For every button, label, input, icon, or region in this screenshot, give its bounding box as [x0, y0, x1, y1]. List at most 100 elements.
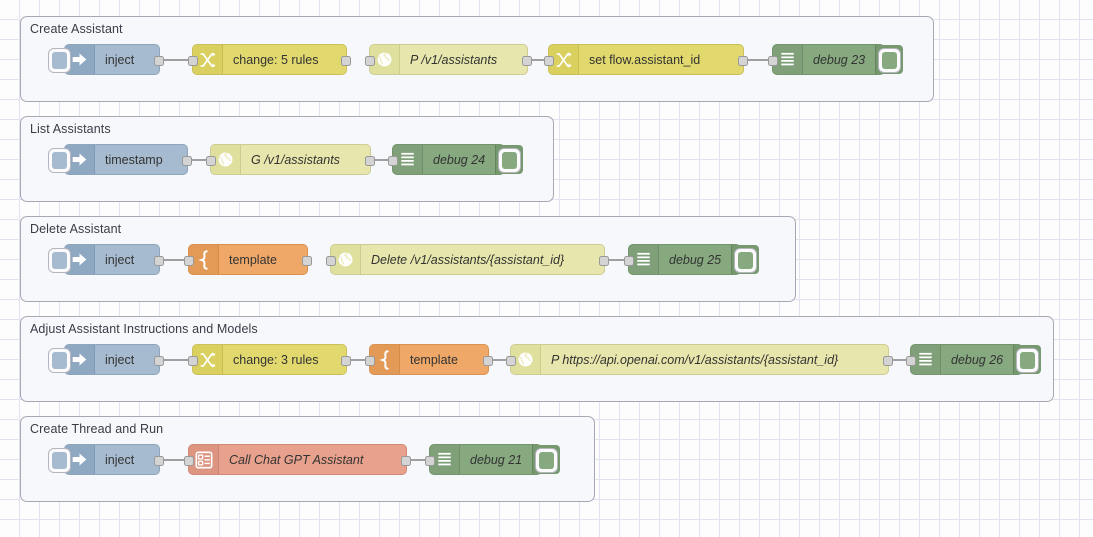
node-inject[interactable]: inject [48, 344, 164, 375]
node-label: timestamp [105, 152, 163, 167]
debug-lines-icon [629, 245, 659, 274]
node-debug[interactable]: debug 25 [624, 244, 760, 275]
node-output-port[interactable] [154, 356, 164, 366]
node-change[interactable]: change: 3 rules [188, 344, 351, 375]
node-inject[interactable]: inject [48, 244, 164, 275]
node-output-port[interactable] [483, 356, 493, 366]
node-wire[interactable] [530, 59, 546, 61]
node-wire[interactable] [190, 159, 208, 161]
node-label: inject [105, 252, 135, 267]
node-http[interactable]: G /v1/assistants [206, 144, 375, 175]
node-wire[interactable] [162, 259, 186, 261]
node-input-port[interactable] [388, 156, 398, 166]
debug-toggle-button[interactable] [734, 248, 757, 273]
node-http[interactable]: P /v1/assistants [365, 44, 532, 75]
shuffle-icon [193, 345, 223, 374]
node-label: set flow.assistant_id [589, 52, 701, 67]
debug-toggle-button[interactable] [498, 148, 521, 173]
node-input-port[interactable] [906, 356, 916, 366]
node-debug[interactable]: debug 21 [425, 444, 561, 475]
node-label: P /v1/assistants [410, 52, 498, 67]
debug-toggle-button[interactable] [1016, 348, 1039, 373]
node-wire[interactable] [891, 359, 908, 361]
node-label: debug 24 [433, 152, 486, 167]
node-chatgpt[interactable]: Call Chat GPT Assistant [184, 444, 411, 475]
globe-icon [211, 145, 241, 174]
node-debug[interactable]: debug 26 [906, 344, 1042, 375]
node-input-port[interactable] [184, 256, 194, 266]
curly-brace-icon [370, 345, 400, 374]
node-output-port[interactable] [154, 256, 164, 266]
node-http[interactable]: Delete /v1/assistants/{assistant_id} [326, 244, 609, 275]
debug-lines-icon [773, 45, 803, 74]
node-debug[interactable]: debug 24 [388, 144, 524, 175]
debug-lines-icon [430, 445, 460, 474]
node-output-port[interactable] [401, 456, 411, 466]
globe-icon [511, 345, 541, 374]
inject-trigger-button[interactable] [48, 148, 71, 173]
node-input-port[interactable] [365, 56, 375, 66]
node-inject[interactable]: inject [48, 444, 164, 475]
node-wire[interactable] [162, 359, 190, 361]
node-wire[interactable] [409, 459, 427, 461]
node-debug[interactable]: debug 23 [768, 44, 904, 75]
node-wire[interactable] [491, 359, 508, 361]
node-label: change: 5 rules [233, 52, 319, 67]
node-template[interactable]: template [184, 244, 312, 275]
node-label: inject [105, 352, 135, 367]
node-input-port[interactable] [184, 456, 194, 466]
node-label: debug 26 [951, 352, 1004, 367]
debug-lines-icon [911, 345, 941, 374]
node-output-port[interactable] [154, 56, 164, 66]
node-label: G /v1/assistants [251, 152, 340, 167]
debug-lines-icon [393, 145, 423, 174]
node-inject[interactable]: inject [48, 44, 164, 75]
debug-toggle-button[interactable] [535, 448, 558, 473]
node-input-port[interactable] [624, 256, 634, 266]
node-output-port[interactable] [341, 56, 351, 66]
curly-brace-icon [189, 245, 219, 274]
group-title: Create Thread and Run [30, 422, 164, 436]
node-output-port[interactable] [302, 256, 312, 266]
node-inject[interactable]: timestamp [48, 144, 192, 175]
globe-icon [331, 245, 361, 274]
globe-icon [370, 45, 400, 74]
node-output-port[interactable] [182, 156, 192, 166]
node-input-port[interactable] [425, 456, 435, 466]
node-template[interactable]: template [365, 344, 493, 375]
node-wire[interactable] [349, 359, 367, 361]
group-title: Create Assistant [30, 22, 123, 36]
node-input-port[interactable] [768, 56, 778, 66]
inject-trigger-button[interactable] [48, 448, 71, 473]
node-change[interactable]: set flow.assistant_id [544, 44, 748, 75]
inject-trigger-button[interactable] [48, 248, 71, 273]
node-wire[interactable] [373, 159, 390, 161]
debug-toggle-button[interactable] [878, 48, 901, 73]
node-label: debug 25 [669, 252, 722, 267]
node-output-port[interactable] [154, 456, 164, 466]
node-output-port[interactable] [341, 356, 351, 366]
node-input-port[interactable] [206, 156, 216, 166]
node-input-port[interactable] [326, 256, 336, 266]
node-http[interactable]: P https://api.openai.com/v1/assistants/{… [506, 344, 893, 375]
node-output-port[interactable] [599, 256, 609, 266]
node-label: template [229, 252, 277, 267]
node-output-port[interactable] [738, 56, 748, 66]
inject-trigger-button[interactable] [48, 48, 71, 73]
node-wire[interactable] [162, 59, 190, 61]
node-input-port[interactable] [188, 356, 198, 366]
node-input-port[interactable] [365, 356, 375, 366]
node-output-port[interactable] [883, 356, 893, 366]
node-wire[interactable] [746, 59, 770, 61]
node-wire[interactable] [162, 459, 186, 461]
node-input-port[interactable] [188, 56, 198, 66]
node-input-port[interactable] [506, 356, 516, 366]
node-wire[interactable] [607, 259, 626, 261]
node-output-port[interactable] [522, 56, 532, 66]
node-input-port[interactable] [544, 56, 554, 66]
node-label: change: 3 rules [233, 352, 319, 367]
node-output-port[interactable] [365, 156, 375, 166]
node-change[interactable]: change: 5 rules [188, 44, 351, 75]
inject-trigger-button[interactable] [48, 348, 71, 373]
